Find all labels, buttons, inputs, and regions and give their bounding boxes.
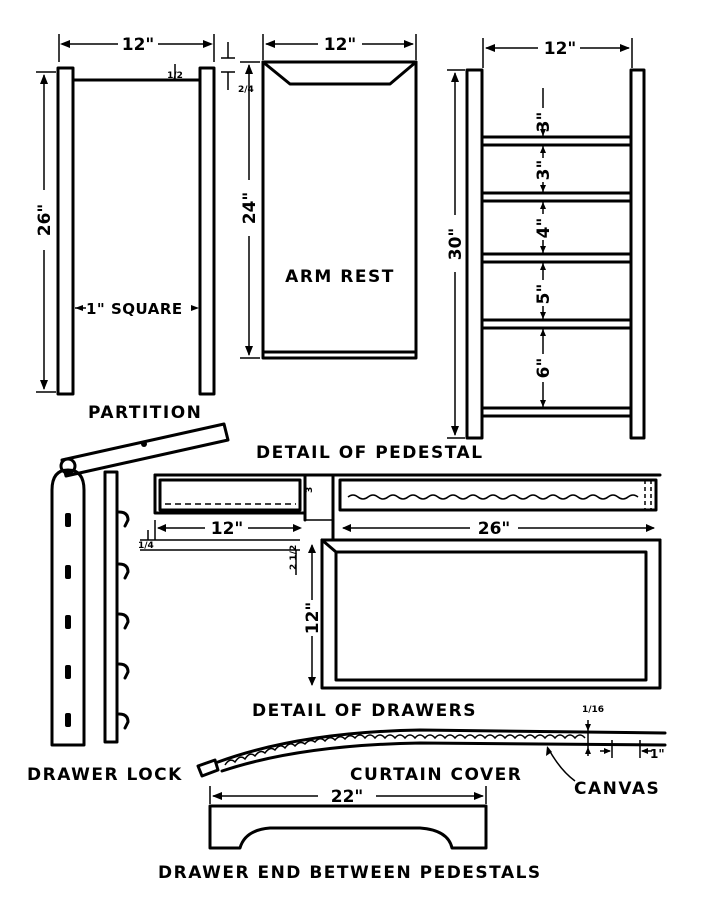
drawers-small-left-dim: 1/4 (138, 541, 154, 551)
curtain-cover-slats (224, 734, 586, 766)
one-inch-square-label: 1" SQUARE (86, 300, 183, 318)
partition-right-post (198, 66, 216, 396)
drawers-left-width-dim: 12" (211, 519, 244, 539)
drawer-end-view: 22" DRAWER END BETWEEN PEDESTALS (158, 786, 542, 883)
curtain-cover-view: 1/16 1" CURTAIN COVER CANVAS (196, 705, 667, 799)
drawer-lock-label: DRAWER LOCK (27, 765, 183, 785)
drawer-end-label: DRAWER END BETWEEN PEDESTALS (158, 863, 542, 883)
pedestal-left-post (465, 68, 484, 440)
pedestal-cleat-5 (480, 406, 633, 418)
drawer-lock-hooked-bar (103, 470, 119, 744)
drawers-height-dim: 12" (303, 602, 323, 635)
pedestal-view: 12" 30" 3" 3" 4" 5" 6" DETAIL OF PEDE (256, 38, 646, 463)
drawer-end-width-dim: 22" (331, 787, 364, 807)
partition-height-dim: 26" (35, 204, 55, 237)
partition-top-offset-dim: 1/2 (167, 71, 183, 81)
drawer-lock-view: DRAWER LOCK (27, 422, 230, 785)
pedestal-right-post (629, 68, 646, 440)
partition-view: 12" 1/2 2/4 26" 1" SQUARE PARTITION (35, 34, 254, 423)
pedestal-space-1-dim: 3" (534, 112, 554, 133)
drawers-right-width-dim: 26" (478, 519, 511, 539)
arm-rest-outline (261, 60, 418, 360)
pedestal-space-4-dim: 5" (534, 284, 554, 305)
pedestal-cleat-3 (480, 252, 633, 264)
canvas-label: CANVAS (574, 779, 660, 799)
pedestal-space-2-dim: 3" (534, 160, 554, 181)
partition-label: PARTITION (88, 403, 202, 423)
pedestal-cleat-2 (480, 191, 633, 203)
drawer-lock-top-bar (60, 422, 230, 478)
detail-of-pedestal-label: DETAIL OF PEDESTAL (256, 443, 484, 463)
canvas-small-dim: 1/16 (582, 705, 604, 715)
partition-left-post (56, 66, 75, 396)
drawers-right-drawer (338, 478, 658, 512)
detail-of-drawers-label: DETAIL OF DRAWERS (252, 701, 477, 721)
partition-top-small-dim: 2/4 (238, 85, 254, 95)
drawers-lower-box (320, 538, 662, 690)
arm-rest-top-bevel (261, 60, 418, 86)
arm-rest-label: ARM REST (285, 267, 395, 287)
curtain-cover-end (196, 758, 220, 778)
curtain-cover-top-edge (216, 728, 667, 764)
drawers-small-top-dim: 3 (305, 487, 315, 493)
arm-rest-width-dim: 12" (324, 35, 357, 55)
pedestal-width-dim: 12" (544, 39, 577, 59)
drawer-lock-slotted-bar (50, 468, 86, 747)
canvas-gap-dim: 1" (650, 747, 665, 761)
curtain-cover-label: CURTAIN COVER (350, 765, 522, 785)
drawer-end-outline (208, 804, 488, 850)
pedestal-cleat-4 (480, 318, 633, 330)
drawers-small-mid-dim: 2 1/2 (289, 545, 299, 570)
pedestal-space-5-dim: 6" (534, 358, 554, 379)
pedestal-space-3-dim: 4" (534, 218, 554, 239)
drawers-view: 12" 26" 1/4 3 2 1/2 12" DETAIL OF DRAWER… (138, 473, 662, 721)
arm-rest-view: 12" 24" ARM REST (240, 34, 418, 360)
partition-width-dim: 12" (122, 35, 155, 55)
arm-rest-height-dim: 24" (240, 192, 260, 225)
pedestal-height-dim: 30" (446, 228, 466, 261)
pedestal-cleat-1 (480, 135, 633, 147)
